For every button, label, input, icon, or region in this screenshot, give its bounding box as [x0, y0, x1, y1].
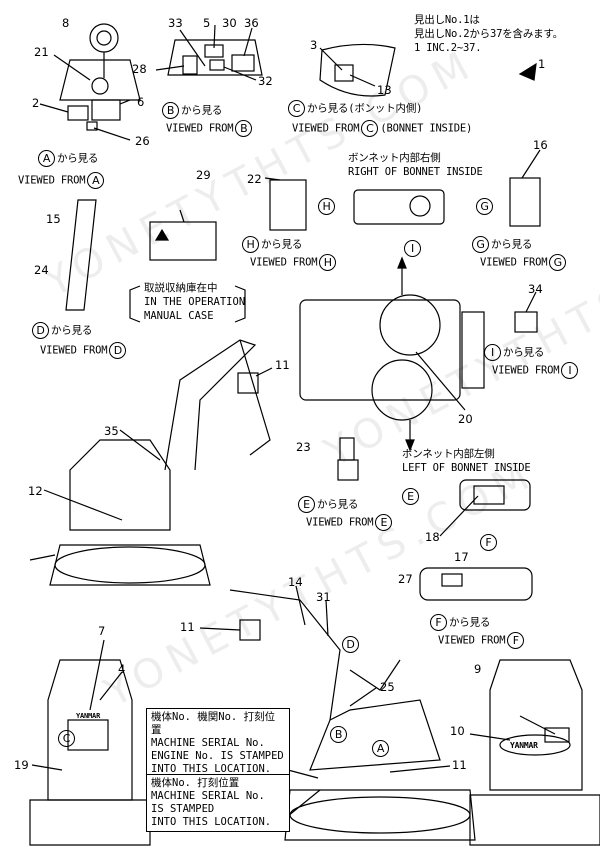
callout-11: 11 — [275, 358, 290, 372]
view-h-marker: H — [316, 198, 337, 215]
callout-25: 24 — [34, 263, 49, 277]
view-e-marker: E — [400, 488, 421, 505]
callout-23: 22 — [247, 172, 262, 186]
callout-33: 32 — [258, 74, 273, 88]
callout-9: 9 — [474, 662, 482, 676]
callout-18: 17 — [454, 550, 469, 564]
callout-31: 30 — [222, 16, 237, 30]
stamp-box-engine: 機体No. 機関No. 打刻位置 MACHINE SERIAL No. ENGI… — [146, 708, 290, 779]
callout-27: 26 — [135, 134, 150, 148]
bonnet-left-ja: ボンネット内部左側 — [402, 448, 495, 460]
header-note-line1: 見出しNo.1は — [414, 14, 480, 26]
callout-4: 4 — [118, 662, 126, 676]
header-note-line3: 1 INC.2~37. — [414, 42, 482, 54]
callout-11b: 11 — [180, 620, 195, 634]
manual-case-en2: MANUAL CASE — [144, 310, 214, 322]
callout-30: 29 — [196, 168, 211, 182]
callout-22: 21 — [34, 45, 49, 59]
callout-1: 1 — [538, 57, 546, 71]
callout-29: 28 — [132, 62, 147, 76]
stamp-engine-ja: 機体No. 機関No. 打刻位置 — [151, 711, 276, 736]
callout-35: 34 — [528, 282, 543, 296]
callout-32: 31 — [316, 590, 331, 604]
view-i-marker: I — [402, 240, 423, 257]
view-g-marker: G — [474, 198, 495, 215]
stamp-box-serial: 機体No. 打刻位置 MACHINE SERIAL No. IS STAMPED… — [146, 774, 290, 832]
stamp-serial-ja: 機体No. 打刻位置 — [151, 777, 240, 789]
callout-19: 18 — [425, 530, 440, 544]
bonnet-right-ja: ボンネット内部右側 — [348, 152, 441, 164]
callout-8: 8 — [62, 16, 70, 30]
callout-13: 12 — [28, 484, 43, 498]
callout-5: 5 — [203, 16, 211, 30]
brand-logo-front: YANMAR — [76, 712, 101, 720]
bonnet-right-en: RIGHT OF BONNET INSIDE — [348, 166, 483, 178]
view-d-marker: D — [340, 636, 361, 653]
stamp-engine-en1: MACHINE SERIAL No. — [151, 737, 265, 749]
callout-16: 15 — [46, 212, 61, 226]
stamp-engine-en2: ENGINE No. IS STAMPED — [151, 750, 284, 762]
callout-28: 27 — [398, 572, 413, 586]
callout-6: 6 — [137, 95, 145, 109]
stamp-serial-en2: IS STAMPED — [151, 803, 215, 815]
callout-10: 10 — [450, 724, 465, 738]
callout-20: 19 — [14, 758, 29, 772]
callout-24: 23 — [296, 440, 311, 454]
view-c-marker: C — [56, 730, 77, 747]
callout-12: 11 — [452, 758, 467, 772]
view-f-marker: F — [478, 534, 499, 551]
bonnet-left-en: LEFT OF BONNET INSIDE — [402, 462, 531, 474]
callout-15: 14 — [288, 575, 303, 589]
stamp-serial-en1: MACHINE SERIAL No. — [151, 790, 265, 802]
view-b-marker: B — [328, 726, 349, 743]
stamp-engine-en3: INTO THIS LOCATION. — [151, 763, 272, 775]
callout-3: 3 — [310, 38, 318, 52]
callout-26: 25 — [380, 680, 395, 694]
callout-14: 13 — [377, 83, 392, 97]
callout-34: 33 — [168, 16, 183, 30]
callout-21: 20 — [458, 412, 473, 426]
callout-37: 36 — [244, 16, 259, 30]
manual-case-en1: IN THE OPERATION — [144, 296, 246, 308]
callout-7: 7 — [98, 624, 106, 638]
callout-17: 16 — [533, 138, 548, 152]
view-a-marker: A — [370, 740, 391, 757]
manual-case-ja: 取説収納庫在中 — [144, 282, 218, 294]
callout-2: 2 — [32, 96, 40, 110]
stamp-serial-en3: INTO THIS LOCATION. — [151, 816, 272, 828]
brand-logo: YANMAR — [510, 741, 538, 750]
header-note-line2: 見出しNo.2から37を含みます。 — [414, 28, 563, 40]
callout-36: 35 — [104, 424, 119, 438]
